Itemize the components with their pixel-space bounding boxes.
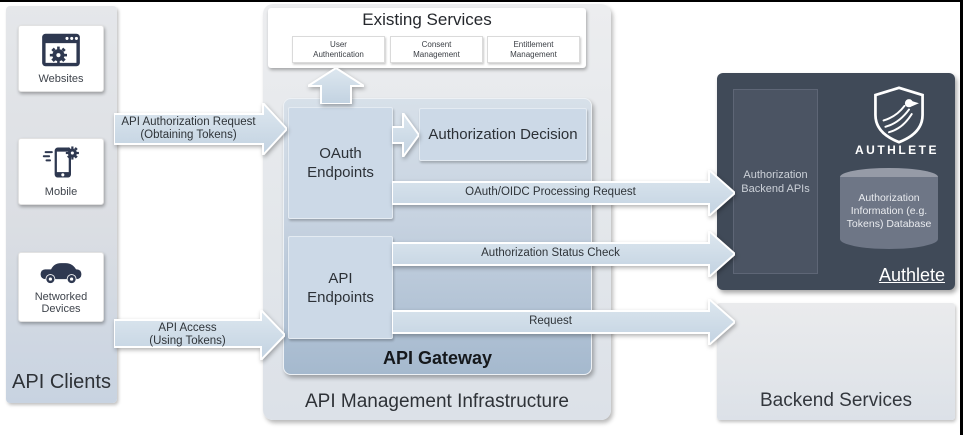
existing-services-title: Existing Services [362,10,492,29]
request-arrow: Request [391,296,737,350]
oauth-endpoints-line: Endpoints [307,164,374,181]
es-line: Authentication [313,49,364,59]
websites-card: Websites [18,25,104,92]
backend-services-box: Backend Services [717,303,955,420]
mobile-card: Mobile [18,138,104,205]
api-endpoints-line: Endpoints [307,288,374,306]
shield-eagle-logo [871,86,927,149]
frame-top-border [0,0,963,2]
arrow-label-line: API Access [158,322,217,334]
entitlement-management-box: Entitlement Management [487,36,580,63]
api-clients-panel: Websites [6,6,117,403]
websites-label: Websites [38,73,84,85]
arrow-to-existing-services [304,66,368,109]
api-authorization-request-arrow: API Authorization Request (Obtaining Tok… [113,100,289,160]
api-authorization-request-label: API Authorization Request (Obtaining Tok… [114,116,263,142]
mobile-label: Mobile [44,186,78,198]
frame-right-border [960,0,963,435]
es-line: User [330,40,347,49]
networked-devices-card: Networked Devices [18,252,104,322]
authorization-status-check-label: Authorization Status Check [481,247,620,259]
authlete-brand-text: AUTHLETE [855,143,939,157]
es-line: Management [510,49,557,59]
arrow-label-line: API Authorization Request [121,116,256,128]
es-line: Consent [421,40,452,49]
api-clients-title: API Clients [12,371,111,393]
oauth-oidc-processing-arrow: OAuth/OIDC Processing Request [391,167,737,221]
es-line: Entitlement [513,40,554,49]
oauth-endpoints-line: OAuth [319,145,362,162]
request-label: Request [529,315,572,327]
api-endpoints-box: API Endpoints [288,236,393,339]
authorization-database-label: Authorization Information (e.g. Tokens) … [840,177,938,249]
oauth-oidc-processing-label: OAuth/OIDC Processing Request [465,186,636,198]
arrow-label-line: (Using Tokens) [149,335,226,347]
api-access-label: API Access (Using Tokens) [114,322,261,348]
authorization-status-check-arrow: Authorization Status Check [391,228,737,282]
api-endpoints-line: API [328,269,353,287]
es-line: Management [413,49,460,59]
api-gateway-title: API Gateway [382,348,493,368]
api-management-title: API Management Infrastructure [304,391,569,412]
existing-services-box: Existing Services User Authentication Co… [268,8,586,68]
consent-management-box: Consent Management [390,36,483,63]
arrow-to-authorization-decision [391,109,421,162]
authlete-box: Authorization Backend APIs AUTHLETE Auth… [717,73,955,290]
smartphone-gear-icon [41,139,81,186]
oauth-endpoints-box: OAuth Endpoints [288,107,393,219]
browser-gear-icon [40,26,82,73]
authlete-footer-label: Authlete [878,265,945,285]
arrow-label-line: (Obtaining Tokens) [140,129,237,141]
api-access-arrow: API Access (Using Tokens) [113,307,287,365]
backend-services-title: Backend Services [759,390,913,411]
authorization-backend-apis-box: Authorization Backend APIs [733,89,818,274]
user-authentication-box: User Authentication [292,36,385,63]
authorization-decision-box: Authorization Decision [419,108,587,161]
car-icon [38,253,84,291]
networked-devices-label: Networked Devices [34,291,88,315]
